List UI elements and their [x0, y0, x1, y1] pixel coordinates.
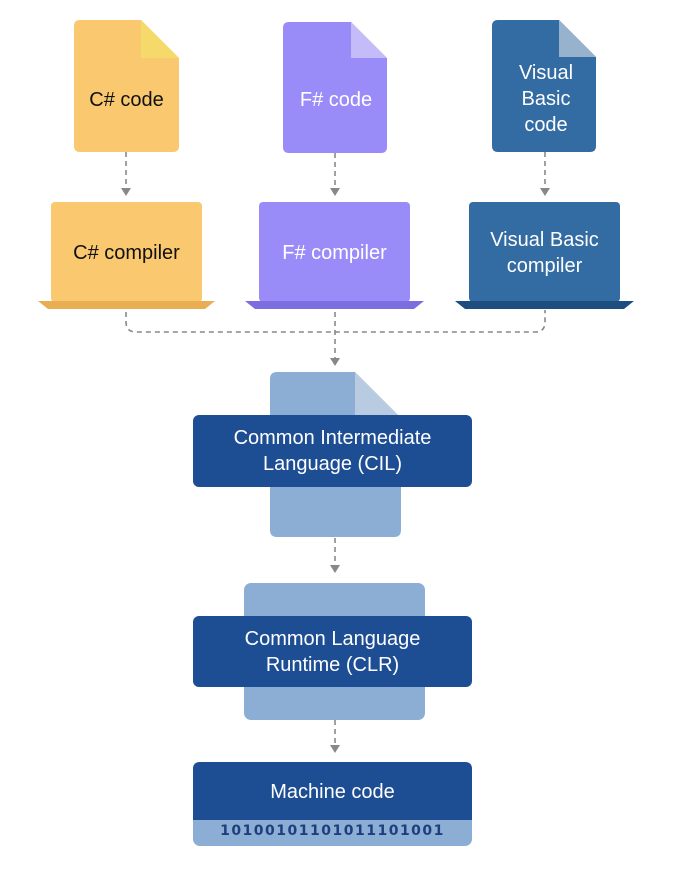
machine-code-box: [193, 762, 472, 846]
cil-label: Common Intermediate Language (CIL): [233, 427, 432, 475]
vb-compiler-laptop-icon: [455, 202, 634, 309]
arrowhead-fsharp: [330, 188, 340, 196]
vb-file-icon: [492, 20, 596, 152]
arrowhead-clr: [330, 565, 340, 573]
fsharp-file-label: F# code: [299, 89, 373, 111]
fsharp-compiler-label: F# compiler: [282, 242, 387, 264]
vb-file-label: Visual Basic code: [518, 62, 574, 136]
arrowhead-cil: [330, 358, 340, 366]
machine-code-binary: 10100101101011101001: [220, 823, 445, 839]
fsharp-file-icon: [283, 22, 387, 153]
arrowhead-machine: [330, 745, 340, 753]
csharp-compiler-label: C# compiler: [73, 242, 180, 264]
fsharp-compiler-laptop-icon: [245, 202, 424, 309]
arrowhead-vb: [540, 188, 550, 196]
clr-label: Common Language Runtime (CLR): [244, 627, 421, 676]
csharp-file-icon: [74, 20, 179, 152]
arrowhead-csharp: [121, 188, 131, 196]
vb-compiler-label: Visual Basic compiler: [490, 229, 599, 277]
cil-box: [193, 415, 472, 487]
csharp-compiler-laptop-icon: [38, 202, 215, 309]
machine-code-label: Machine code: [270, 781, 395, 803]
clr-box: [193, 616, 472, 687]
connector-arrowheads: [121, 188, 550, 753]
csharp-file-label: C# code: [89, 89, 164, 111]
connectors: [125, 152, 546, 749]
